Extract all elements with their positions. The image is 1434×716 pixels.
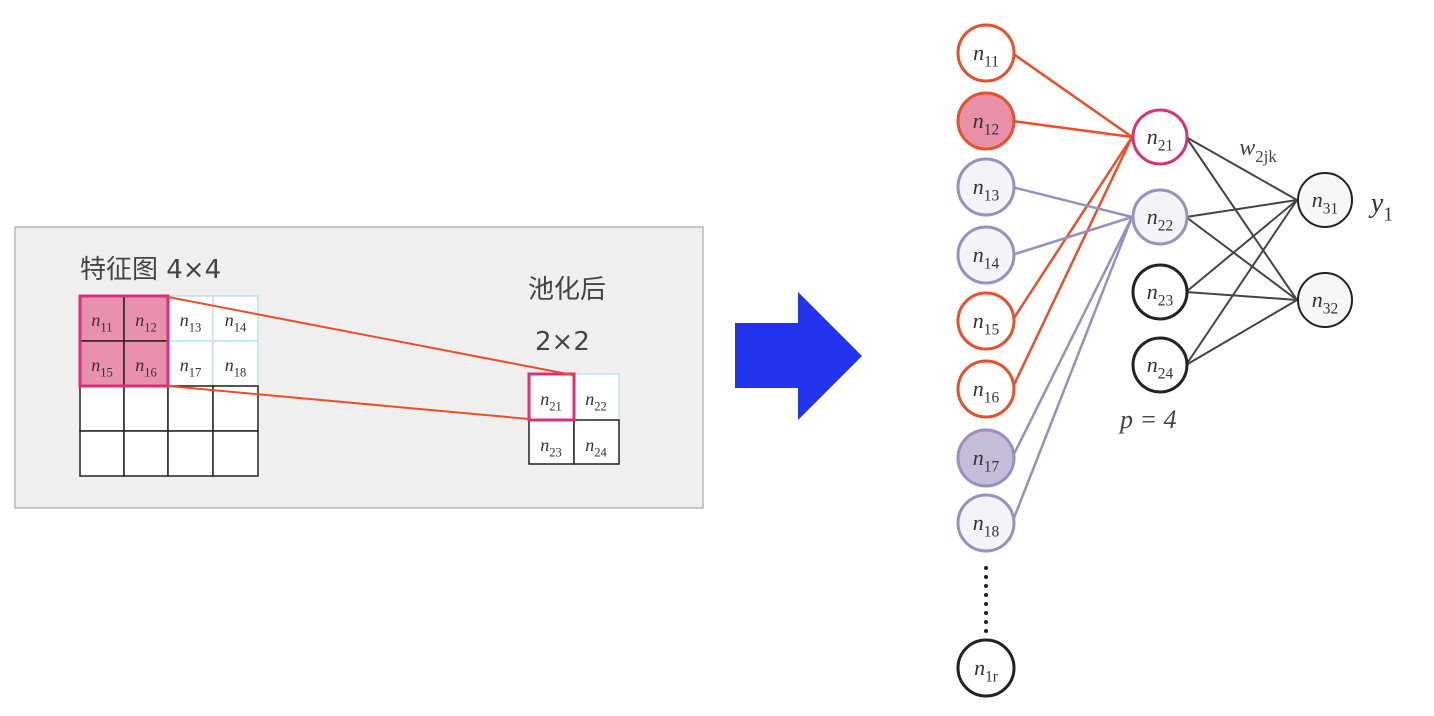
- input-node-label: n16: [973, 376, 1000, 407]
- output-label: y1: [1368, 188, 1393, 225]
- input-node-label: n13: [973, 174, 1000, 205]
- pooled-cell-label: n22: [585, 389, 607, 413]
- hidden-node-label: n21: [1147, 124, 1173, 155]
- edge-hidden-output: [1185, 136, 1298, 301]
- input-node-label: n18: [973, 510, 1000, 541]
- feature-cell-label: n14: [225, 310, 247, 334]
- edge-input-hidden: [1010, 216, 1134, 524]
- input-node: [956, 428, 1016, 488]
- input-node: [956, 493, 1016, 553]
- feature-cell: [123, 385, 169, 432]
- edge-input-hidden: [1011, 215, 1133, 257]
- pool-size-label: p = 4: [1118, 405, 1177, 434]
- pool-window-highlight: [78, 294, 170, 388]
- feature-cell: [79, 340, 125, 387]
- edge-hidden-output: [1185, 136, 1298, 201]
- pooled-cell-label: n21: [540, 389, 562, 413]
- feature-cell: [167, 385, 214, 432]
- feature-cell-label: n11: [91, 310, 112, 334]
- feature-cell: [123, 295, 169, 342]
- hidden-node-label: n23: [1147, 279, 1174, 310]
- feature-map-title: 特征图 4×4: [80, 255, 221, 285]
- pooled-cell-highlight: [527, 372, 576, 422]
- pooled-cell-label: n24: [585, 435, 607, 459]
- edge-hidden-output: [1185, 216, 1298, 301]
- input-node: [956, 291, 1016, 351]
- ellipsis-dot: [984, 584, 988, 588]
- edge-hidden-output: [1185, 199, 1298, 366]
- ellipsis-dot: [984, 629, 988, 633]
- output-node-label: n31: [1312, 187, 1338, 218]
- feature-cell-label: n12: [135, 310, 157, 334]
- output-node: [1297, 272, 1353, 328]
- feature-cell-label: n13: [180, 310, 202, 334]
- feature-cell: [123, 430, 169, 477]
- feature-cell-label: n16: [135, 355, 157, 379]
- feature-cell: [212, 295, 259, 342]
- hidden-node-label: n24: [1147, 352, 1174, 383]
- right-arrow-icon: [735, 292, 862, 420]
- input-node-label: n17: [973, 445, 1000, 476]
- pooled-title: 池化后: [528, 275, 606, 305]
- edge-hidden-output: [1185, 199, 1298, 293]
- input-node-label: n11: [973, 40, 999, 71]
- feature-cell-label: n18: [225, 355, 247, 379]
- edge-input-hidden: [1010, 216, 1134, 459]
- feature-cell: [212, 340, 259, 387]
- projection-line: [167, 385, 530, 420]
- input-node-label: n1r: [974, 655, 998, 686]
- edge-input-hidden: [1011, 185, 1133, 219]
- pooled-cell-label: n23: [540, 435, 562, 459]
- input-node-label: n12: [973, 108, 999, 139]
- feature-cell-label: n15: [91, 355, 113, 379]
- feature-cell: [167, 430, 214, 477]
- hidden-node-label: n22: [1147, 204, 1173, 235]
- feature-cell: [79, 385, 125, 432]
- input-node: [956, 225, 1016, 285]
- pooled-size: 2×2: [535, 327, 590, 357]
- output-node-label: n32: [1312, 287, 1338, 318]
- ellipsis-dot: [984, 566, 988, 570]
- feature-cell: [79, 430, 125, 477]
- input-node: [956, 359, 1016, 419]
- feature-cell: [212, 430, 259, 477]
- hidden-node: [1131, 188, 1189, 246]
- feature-cell-label: n17: [180, 355, 202, 379]
- ellipsis-dot: [984, 593, 988, 597]
- feature-cell: [123, 340, 169, 387]
- input-node: [956, 157, 1016, 217]
- input-node: [956, 91, 1016, 151]
- input-node-label: n15: [973, 308, 1000, 339]
- edge-hidden-output: [1185, 299, 1298, 366]
- hidden-node: [1131, 336, 1189, 394]
- edge-input-hidden: [1011, 119, 1133, 139]
- weight-label: w2jk: [1239, 135, 1277, 166]
- input-node: [956, 638, 1016, 698]
- ellipsis-dot: [984, 620, 988, 624]
- ellipsis-dot: [984, 611, 988, 615]
- edge-hidden-output: [1185, 199, 1298, 218]
- pooled-cell: [573, 419, 620, 465]
- output-node: [1297, 172, 1353, 228]
- projection-line: [167, 296, 574, 376]
- edge-input-hidden: [1010, 136, 1134, 322]
- hidden-node: [1131, 108, 1189, 166]
- edge-input-hidden: [1010, 136, 1134, 390]
- input-node-label: n14: [973, 242, 1000, 273]
- ellipsis-dot: [984, 575, 988, 579]
- edge-hidden-output: [1185, 291, 1298, 301]
- hidden-node: [1131, 263, 1189, 321]
- input-node: [956, 23, 1016, 83]
- ellipsis-dot: [984, 602, 988, 606]
- edge-input-hidden: [1011, 51, 1133, 139]
